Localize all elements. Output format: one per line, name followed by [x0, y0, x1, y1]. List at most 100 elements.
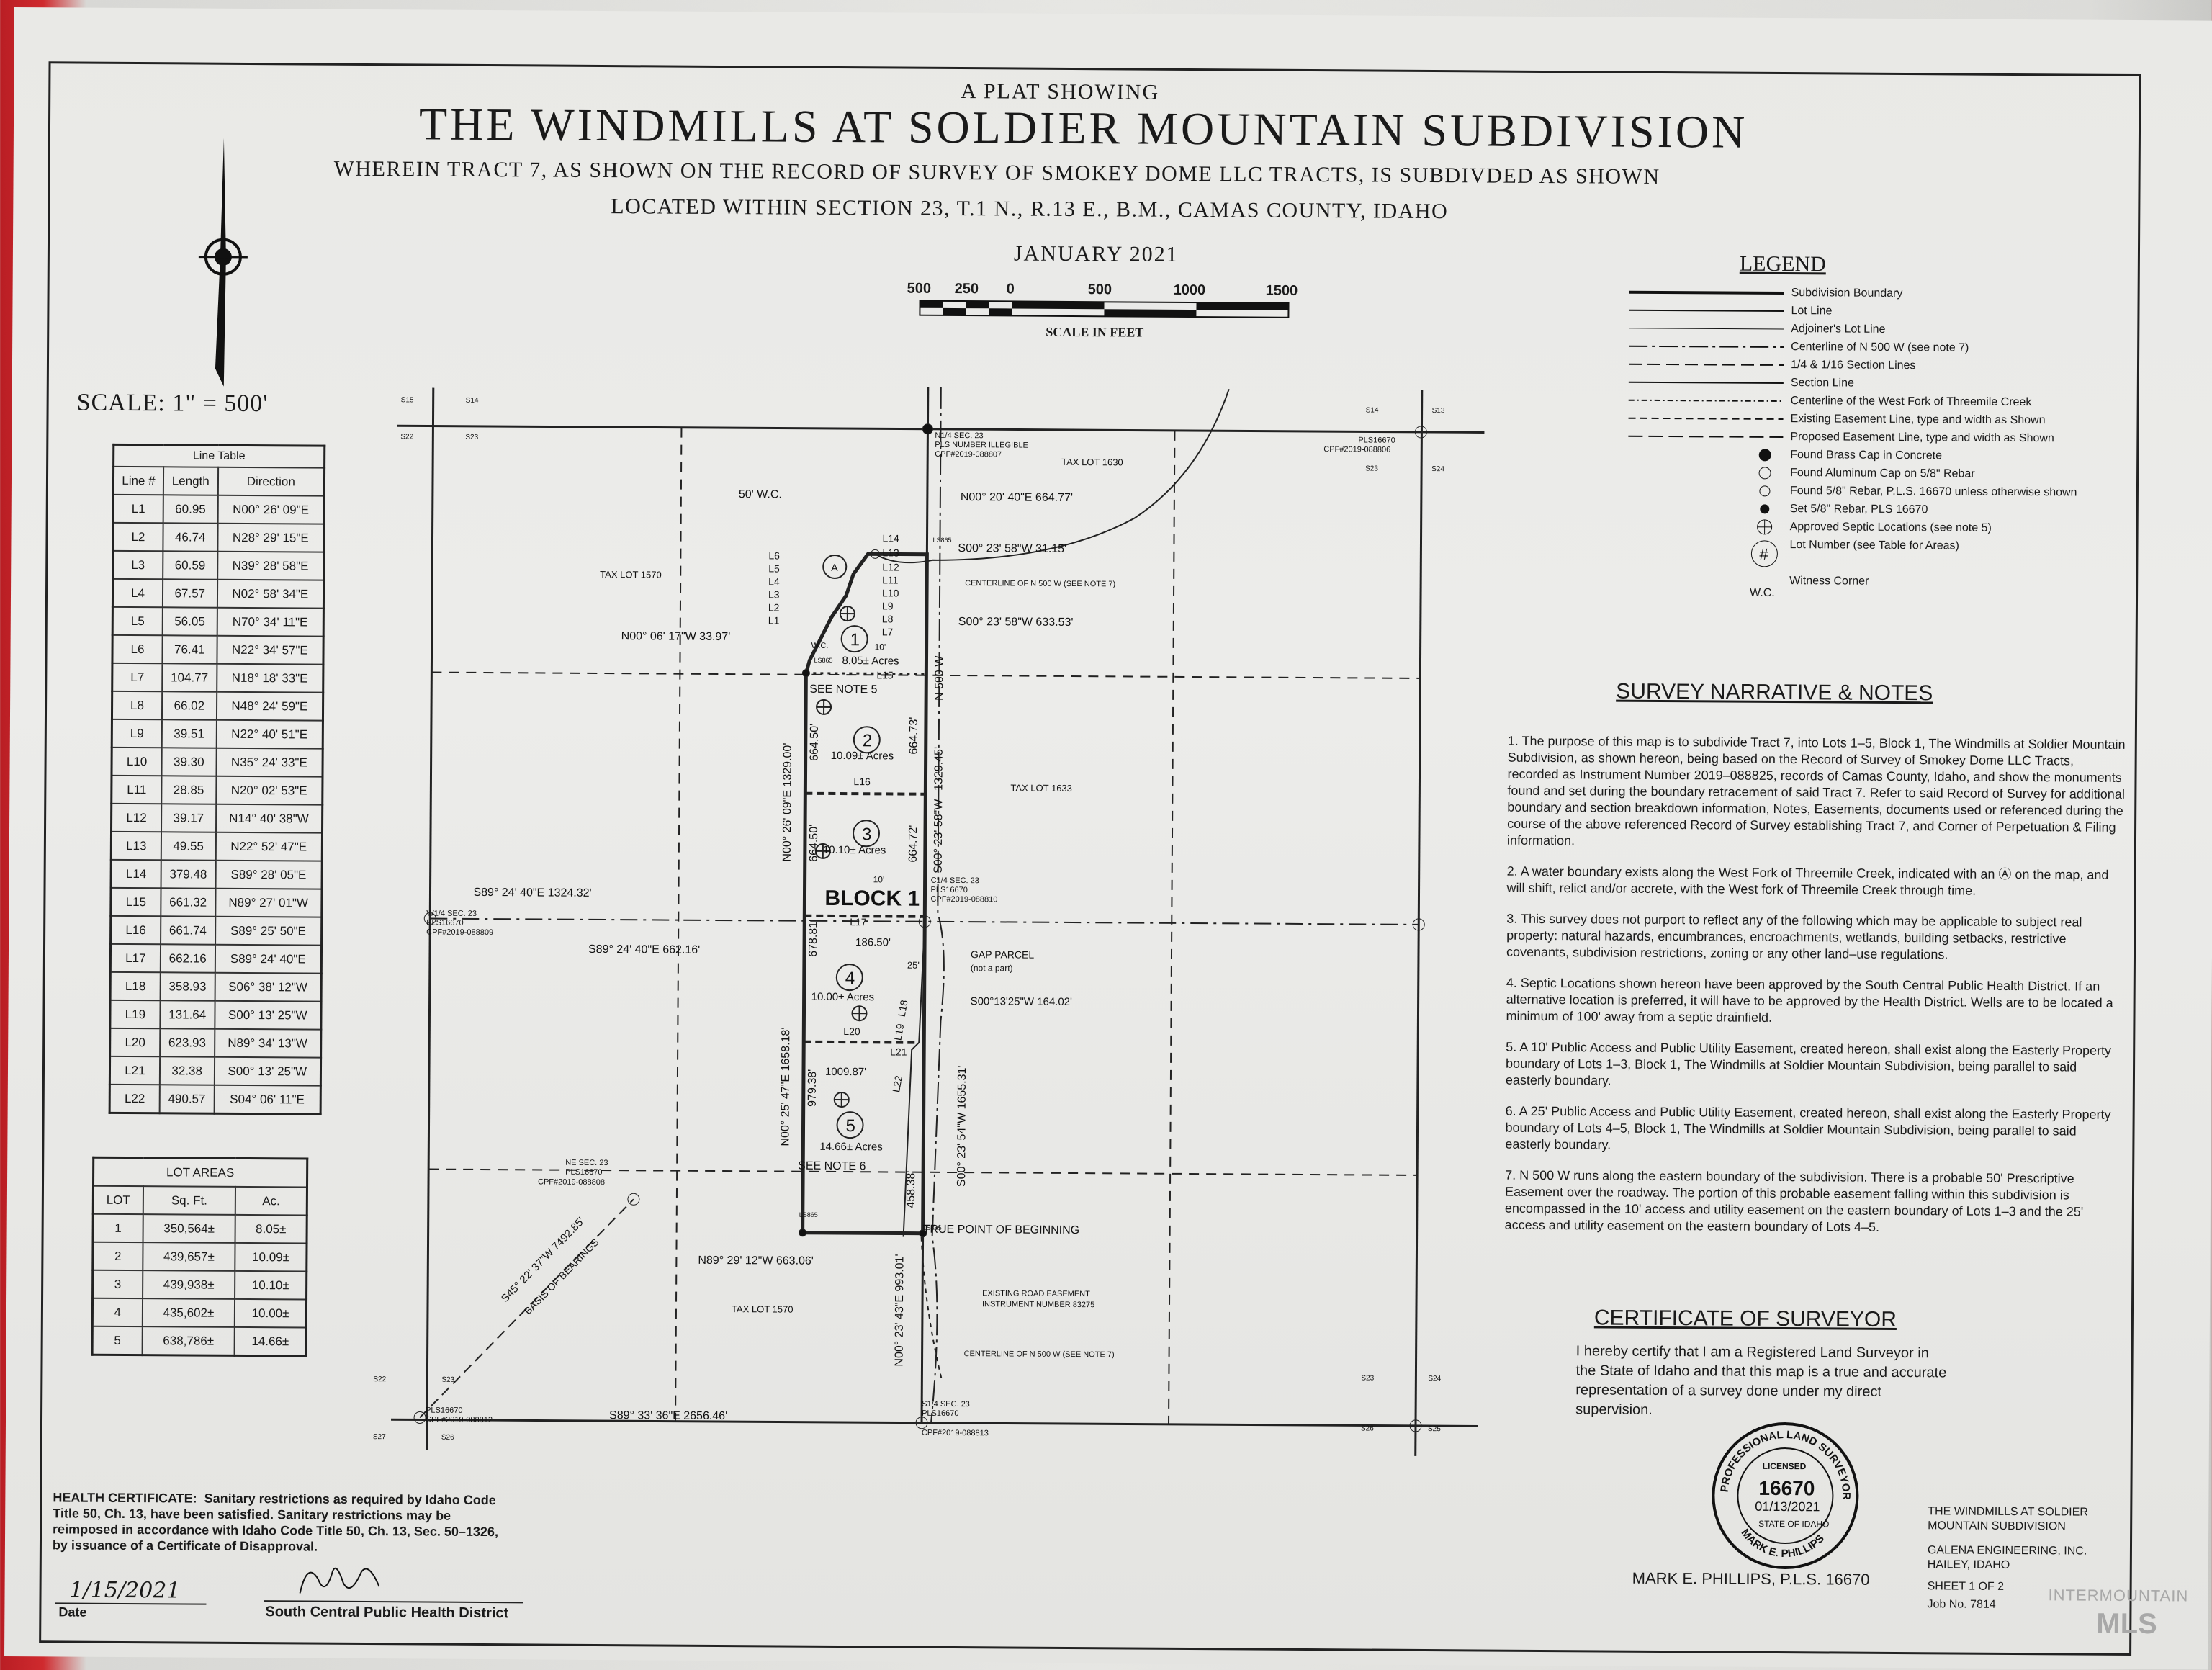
line-callout: L17	[850, 916, 867, 928]
map-label: TRUE POINT OF BEGINNING	[923, 1224, 1080, 1236]
legend-item: Set 5/8" Rebar, PLS 16670	[1790, 503, 1928, 516]
map-label: PLS16670	[565, 1168, 602, 1177]
line-callout: L5	[768, 562, 780, 574]
section-label: S27	[373, 1433, 386, 1441]
section-label: S15	[401, 396, 414, 404]
monument	[802, 670, 809, 677]
map-label: CPF#2019-088807	[935, 450, 1002, 459]
line-callout: L8	[882, 613, 894, 624]
legend-item: Found Aluminum Cap on 5/8" Rebar	[1790, 467, 1975, 481]
map-label: 664.50'	[808, 825, 820, 862]
lot-number-symbol: #	[1759, 545, 1768, 563]
map-label: N89° 29' 12"W 663.06'	[698, 1254, 814, 1267]
lot-number: 2	[863, 731, 873, 750]
narrative-note: 2. A water boundary exists along the Wes…	[1506, 863, 2126, 900]
section-label: S24	[1431, 465, 1444, 473]
map-label: TAX LOT 1570	[600, 569, 662, 580]
lot-acres: 10.10± Acres	[823, 844, 886, 857]
septic-icon	[840, 606, 855, 621]
sixteenth-line	[1169, 431, 1174, 1424]
section-label: S23	[1361, 1374, 1374, 1382]
section-label: S25	[1428, 1425, 1441, 1433]
map-label: 10'	[873, 874, 885, 884]
svg-text:01/13/2021: 01/13/2021	[1755, 1499, 1820, 1514]
map-label: TAX LOT 1630	[1061, 457, 1123, 468]
map-label: LS865	[932, 537, 951, 544]
lot-number: 1	[850, 630, 860, 650]
line-callout: L14	[882, 532, 899, 544]
line-callout: L18	[896, 999, 910, 1018]
svg-text:LICENSED: LICENSED	[1763, 1461, 1807, 1471]
map-label: CPF#2019-088808	[538, 1177, 605, 1187]
monument	[922, 424, 932, 434]
map-label: CPF#2019-088806	[1323, 445, 1390, 454]
lot-acres: 8.05± Acres	[842, 655, 899, 667]
lot-number: 4	[845, 969, 855, 988]
lot-number: 5	[845, 1116, 855, 1136]
map-label: (not a part)	[971, 963, 1013, 973]
section-line	[391, 1419, 1478, 1426]
legend-item: Section Line	[1791, 377, 1854, 390]
septic-icon	[817, 700, 831, 714]
legend-item: Proposed Easement Line, type and width a…	[1790, 431, 2054, 445]
map-label: 664.73'	[908, 717, 920, 755]
health-date-label: Date	[58, 1604, 86, 1620]
legend-item: Centerline of N 500 W (see note 7)	[1791, 341, 1969, 355]
legend-item: Centerline of the West Fork of Threemile…	[1791, 395, 2032, 409]
surveyor-seal-icon: PROFESSIONAL LAND SURVEYOR MARK E. PHILL…	[1708, 1418, 1863, 1574]
map-label: N00° 06' 17"W 33.97'	[621, 630, 731, 643]
map-label: LS865	[799, 1211, 818, 1218]
map-label: S89° 33' 36"E 2656.46'	[609, 1409, 727, 1422]
map-label: 50' W.C.	[739, 488, 782, 500]
legend-symbols: #	[1624, 285, 1791, 603]
map-label: CPF#2019-088810	[930, 895, 997, 904]
septic-icon	[835, 1092, 849, 1107]
sixteenth-line	[675, 428, 681, 1422]
line-callout: L22	[890, 1074, 904, 1093]
legend-item: Approved Septic Locations (see note 5)	[1790, 521, 1992, 535]
map-label: PLS16670	[1358, 436, 1395, 444]
health-title: HEALTH CERTIFICATE:	[53, 1490, 197, 1505]
map-label: CENTERLINE OF N 500 W (SEE NOTE 7)	[964, 1350, 1115, 1359]
map-label: 186.50'	[855, 936, 891, 948]
plat-sheet: A PLAT SHOWING THE WINDMILLS AT SOLDIER …	[4, 7, 2212, 1670]
map-label: CPF#2019-088813	[922, 1429, 989, 1438]
svg-text:STATE OF IDAHO: STATE OF IDAHO	[1758, 1519, 1829, 1530]
title-block-sheet: SHEET 1 OF 2	[1928, 1580, 2005, 1594]
map-label: S00° 23' 58"W	[932, 799, 945, 874]
narrative-note: 5. A 10' Public Access and Public Utilit…	[1506, 1039, 2125, 1092]
section-label: S14	[1366, 406, 1379, 414]
line-callout: L21	[890, 1046, 907, 1057]
map-label: LS865	[923, 1224, 942, 1231]
map-label: 664.72'	[907, 825, 920, 863]
map-label: 458.38'	[905, 1171, 917, 1208]
map-label: EXISTING ROAD EASEMENT	[982, 1289, 1090, 1298]
map-label: N00° 25' 47"E 1658.18'	[779, 1028, 792, 1146]
map-label: 1329.45'	[932, 747, 945, 791]
section-label: S26	[441, 1434, 454, 1442]
septic-icon	[852, 1006, 866, 1020]
section-label: S23	[441, 1376, 454, 1384]
map-label: S00°13'25"W 164.02'	[971, 995, 1073, 1008]
svg-text:16670: 16670	[1758, 1477, 1815, 1499]
line-callout: L1	[768, 614, 780, 626]
certificate-title: CERTIFICATE OF SURVEYOR	[1594, 1306, 1897, 1332]
line-callout: L10	[882, 587, 899, 598]
legend-item: Adjoiner's Lot Line	[1791, 323, 1885, 336]
map-label: 25'	[907, 960, 920, 971]
map-label: N00° 23' 43"E 993.01'	[893, 1254, 906, 1366]
legend-abbrev: W.C.	[1750, 587, 1775, 600]
map-label: W1/4 SEC. 23	[426, 910, 477, 918]
lot-acres: 10.09± Acres	[831, 750, 894, 763]
map-label: PLS16670	[426, 919, 463, 928]
narrative-title: SURVEY NARRATIVE & NOTES	[1616, 680, 1933, 706]
line-callout: L12	[882, 561, 899, 573]
map-label: N00° 20' 40"E 664.77'	[961, 491, 1073, 504]
lot-line	[806, 673, 926, 674]
section-label: S24	[1428, 1375, 1441, 1383]
map-label: PLS16670	[922, 1409, 958, 1418]
map-label: NE SEC. 23	[565, 1159, 608, 1167]
line-callout: L16	[853, 776, 871, 787]
map-label: TAX LOT 1633	[1010, 782, 1072, 794]
line-callout: L2	[768, 601, 780, 613]
